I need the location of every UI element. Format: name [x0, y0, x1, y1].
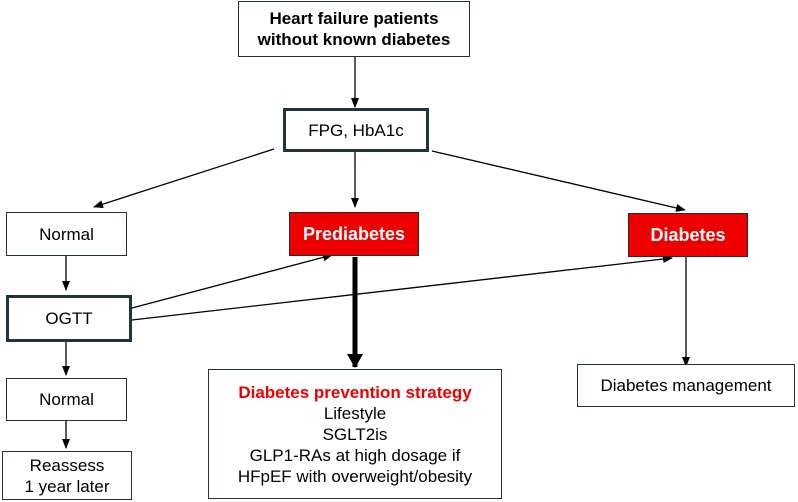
arrow-ogtt-to-prediabetes: [131, 253, 333, 309]
node-start: Heart failure patients without known dia…: [238, 1, 470, 57]
node-prediabetes: Prediabetes: [289, 212, 419, 256]
node-prediabetes-label: Prediabetes: [302, 223, 406, 244]
node-normal-1-label: Normal: [39, 224, 94, 244]
prevention-item-sglt2is: SGLT2is: [322, 424, 388, 444]
prevention-item-lifestyle: Lifestyle: [323, 403, 387, 423]
node-diabetes-label: Diabetes: [650, 224, 726, 245]
prevention-item-glp1: GLP1-RAs at high dosage if: [249, 445, 461, 465]
node-diabetes: Diabetes: [628, 213, 748, 257]
node-fpg-hba1c: FPG, HbA1c: [283, 108, 429, 152]
arrow-fpg-to-diabetes: [431, 150, 686, 212]
node-start-line-2: without known diabetes: [257, 30, 451, 49]
node-normal-2: Normal: [6, 378, 127, 421]
node-reassess: Reassess 1 year later: [2, 451, 132, 500]
arrow-fpg-to-normal: [93, 148, 275, 209]
node-diabetes-management: Diabetes management: [577, 364, 795, 407]
node-start-line-1: Heart failure patients: [269, 9, 439, 28]
node-fpg-label: FPG, HbA1c: [308, 120, 404, 140]
node-normal-2-label: Normal: [39, 390, 94, 409]
node-normal-1: Normal: [6, 212, 127, 256]
node-prevention-strategy: Diabetes prevention strategy Lifestyle S…: [208, 369, 502, 499]
node-ogtt: OGTT: [6, 295, 132, 342]
arrow-ogtt-to-diabetes: [131, 255, 673, 321]
prevention-item-hfpef: HFpEF with overweight/obesity: [237, 466, 473, 486]
prevention-title: Diabetes prevention strategy: [238, 382, 472, 402]
node-management-label: Diabetes management: [600, 376, 772, 395]
node-ogtt-label: OGTT: [45, 309, 93, 328]
node-reassess-line-1: Reassess: [29, 455, 105, 475]
node-reassess-line-2: 1 year later: [24, 476, 110, 496]
